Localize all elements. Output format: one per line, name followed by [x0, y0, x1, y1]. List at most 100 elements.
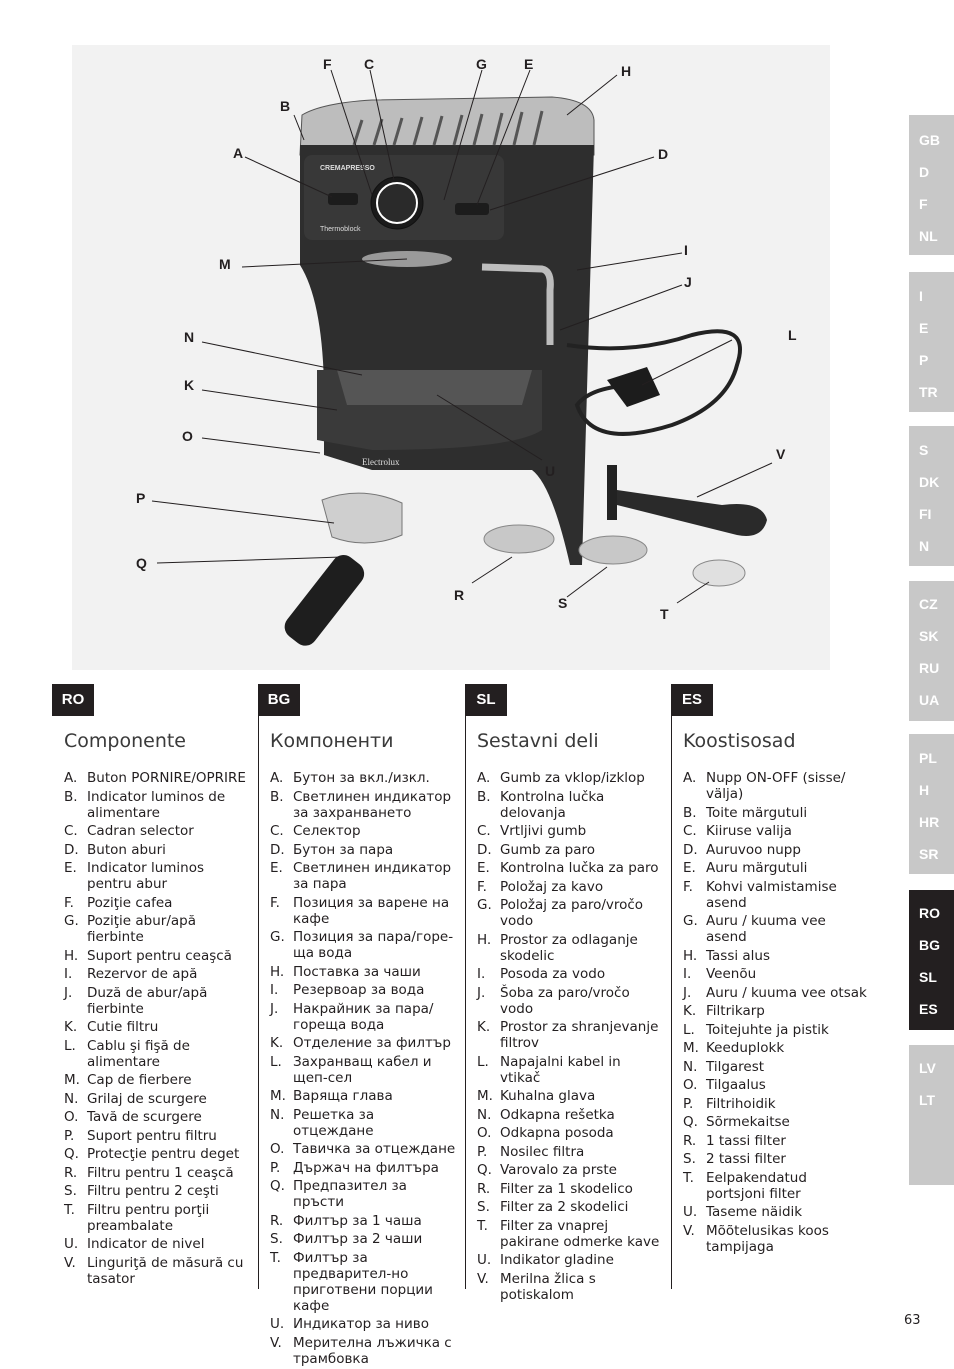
item-text: Индикатор за ниво — [293, 1316, 430, 1332]
item-key: V. — [477, 1270, 489, 1287]
language-code[interactable]: DK — [919, 474, 940, 490]
language-tab-group[interactable]: PL H HR SR — [909, 734, 954, 874]
item-key: I. — [477, 966, 486, 982]
language-code[interactable]: FI — [919, 506, 932, 522]
item-key: L. — [64, 1037, 76, 1054]
item-key: P. — [477, 1143, 488, 1160]
component-list-item: J.Šoba za paro/vročo vodo — [477, 985, 663, 1017]
language-badge: SL — [465, 684, 507, 716]
item-text: Filter za 2 skodelici — [500, 1199, 629, 1215]
language-code[interactable]: SL — [919, 969, 937, 985]
component-list-item: S.Филтър за 2 чаши — [270, 1231, 456, 1247]
callout-label: L — [788, 327, 797, 343]
item-text: Toite märgutuli — [706, 804, 808, 821]
item-key: D. — [683, 841, 698, 858]
language-code[interactable]: SK — [919, 628, 939, 644]
language-code[interactable]: E — [919, 320, 929, 336]
component-list-item: B.Kontrolna lučka delovanja — [477, 789, 663, 821]
item-text: Posoda za vodo — [500, 966, 606, 982]
component-list-item: Q.Sõrmekaitse — [683, 1114, 869, 1130]
language-code[interactable]: RU — [919, 660, 940, 676]
language-code[interactable]: P — [919, 352, 929, 368]
item-text: Kiiruse valija — [706, 823, 792, 839]
item-text: Отделение за филтър — [293, 1035, 451, 1051]
item-text: Napajalni kabel in vtikač — [500, 1053, 621, 1086]
language-code[interactable]: D — [919, 164, 930, 180]
language-code[interactable]: UA — [919, 692, 940, 708]
callout-label: M — [219, 256, 231, 272]
language-tab-group[interactable]: CZ SK RU UA — [909, 581, 954, 721]
component-list-item: S.Filter za 2 skodelici — [477, 1199, 663, 1215]
callout-label: S — [558, 595, 568, 611]
component-list-item: Q.Предпазител за пръсти — [270, 1178, 456, 1210]
language-code[interactable]: SR — [919, 846, 939, 862]
item-text: Taseme näidik — [706, 1204, 803, 1220]
language-code[interactable]: HR — [919, 814, 940, 830]
item-key: G. — [477, 897, 492, 913]
item-key: U. — [64, 1236, 79, 1252]
item-key: J. — [64, 984, 73, 1001]
item-text: Позиция за пара/горе-ща вода — [293, 929, 454, 961]
item-key: R. — [64, 1164, 78, 1181]
item-text: Предпазител за пръсти — [293, 1178, 407, 1210]
component-list-item: B.Toite märgutuli — [683, 805, 869, 821]
item-key: M. — [64, 1072, 80, 1088]
component-list-item: K.Prostor za shranjevanje filtrov — [477, 1019, 663, 1051]
item-text: Auru / kuuma vee otsak — [706, 984, 867, 1001]
component-list-item: P.Nosilec filtra — [477, 1144, 663, 1160]
language-code[interactable]: LV — [919, 1060, 936, 1076]
item-key: F. — [270, 894, 280, 911]
item-key: N. — [477, 1106, 492, 1123]
item-text: Kohvi valmistamise asend — [706, 878, 837, 911]
item-text: Филтър за предварител-но приготвени порц… — [293, 1249, 433, 1314]
item-key: U. — [683, 1204, 698, 1220]
language-tab-group[interactable]: I E P TR — [909, 272, 954, 412]
component-list-item: I. Posoda za vodo — [477, 966, 663, 982]
component-list: A.Бутон за вкл./изкл.B.Светлинен индикат… — [270, 770, 456, 1369]
language-code[interactable]: ES — [919, 1001, 938, 1017]
handle-shape — [284, 554, 365, 646]
item-key: N. — [64, 1090, 79, 1107]
plug-shape — [607, 367, 660, 407]
item-text: Filtru pentru porţii preambalate — [87, 1201, 210, 1234]
item-key: P. — [270, 1159, 281, 1176]
language-code[interactable]: LT — [919, 1092, 936, 1108]
item-text: Šoba za paro/vročo vodo — [500, 984, 630, 1017]
language-code[interactable]: S — [919, 442, 929, 458]
language-code[interactable]: CZ — [919, 596, 938, 612]
item-text: Kuhalna glava — [500, 1088, 596, 1104]
item-key: I. — [64, 966, 73, 982]
language-code[interactable]: BG — [919, 937, 940, 953]
language-code[interactable]: F — [919, 196, 928, 212]
component-list-item: A.Gumb za vklop/izklop — [477, 770, 663, 786]
item-key: J. — [270, 1000, 279, 1017]
language-code[interactable]: TR — [919, 384, 938, 400]
language-tab-group-active[interactable]: RO BG SL ES — [909, 890, 954, 1030]
language-code[interactable]: H — [919, 782, 930, 798]
language-code[interactable]: I — [919, 288, 923, 304]
component-list-item: K.Cutie filtru — [64, 1019, 250, 1035]
item-key: G. — [270, 929, 285, 945]
item-text: Odkapna posoda — [500, 1125, 614, 1141]
component-list-item: C.Cadran selector — [64, 823, 250, 839]
language-code[interactable]: NL — [919, 228, 938, 244]
item-text: Auruvoo nupp — [706, 841, 801, 858]
language-tab-group[interactable]: S DK FI N — [909, 426, 954, 566]
spoon-shape — [617, 490, 767, 536]
item-key: F. — [477, 878, 487, 895]
coffee-machine-drawing: CREMAPRESSO Thermoblock Electrolux — [151, 69, 773, 646]
component-list-item: V.Mõõtelusikas koos tampijaga — [683, 1223, 869, 1255]
language-code[interactable]: PL — [919, 750, 937, 766]
language-tab-group[interactable]: GB D F NL — [909, 115, 954, 255]
component-list-item: K.Отделение за филтър — [270, 1035, 456, 1051]
language-tab-group[interactable]: LV LT — [909, 1045, 954, 1185]
callout-label: K — [184, 377, 195, 393]
language-code[interactable]: RO — [919, 905, 940, 921]
item-key: Q. — [477, 1162, 492, 1178]
item-key: T. — [683, 1169, 694, 1186]
item-key: A. — [477, 770, 491, 786]
language-code[interactable]: N — [919, 538, 930, 554]
language-code[interactable]: GB — [919, 132, 940, 148]
component-list-item: S.Filtru pentru 2 ceşti — [64, 1183, 250, 1199]
